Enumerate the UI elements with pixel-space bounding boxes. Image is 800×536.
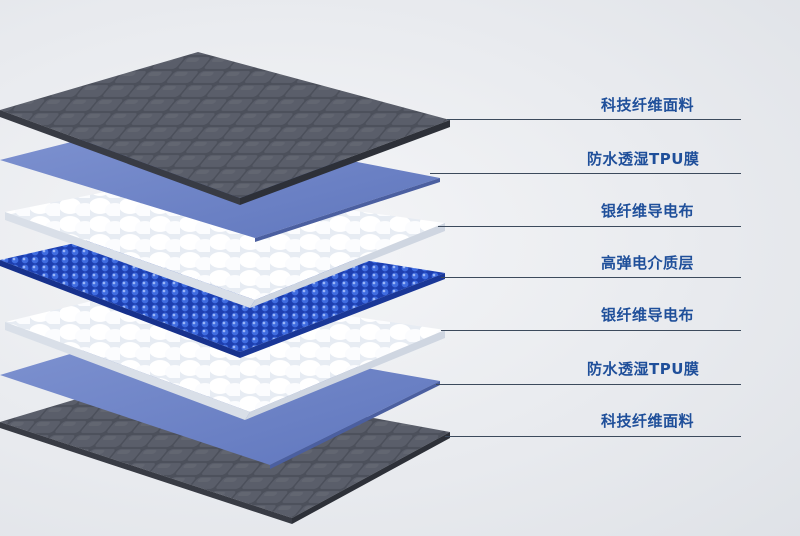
leader-line-2 <box>430 173 741 174</box>
label-layer-5: 银纤维导电布 <box>601 306 695 324</box>
leader-line-7 <box>445 436 741 437</box>
label-layer-6: 防水透湿TPU膜 <box>587 360 700 378</box>
leader-line-3 <box>438 226 741 227</box>
label-layer-2: 防水透湿TPU膜 <box>587 150 700 168</box>
label-layer-7: 科技纤维面料 <box>601 412 695 430</box>
layer-top-fabric <box>0 52 450 205</box>
label-layer-3: 银纤维导电布 <box>601 202 695 220</box>
label-layer-4: 高弹电介质层 <box>601 254 695 272</box>
leader-line-6 <box>436 384 741 385</box>
leader-line-4 <box>441 277 741 278</box>
label-layer-1: 科技纤维面料 <box>601 96 695 114</box>
leader-line-5 <box>441 330 741 331</box>
leader-line-1 <box>447 119 741 120</box>
